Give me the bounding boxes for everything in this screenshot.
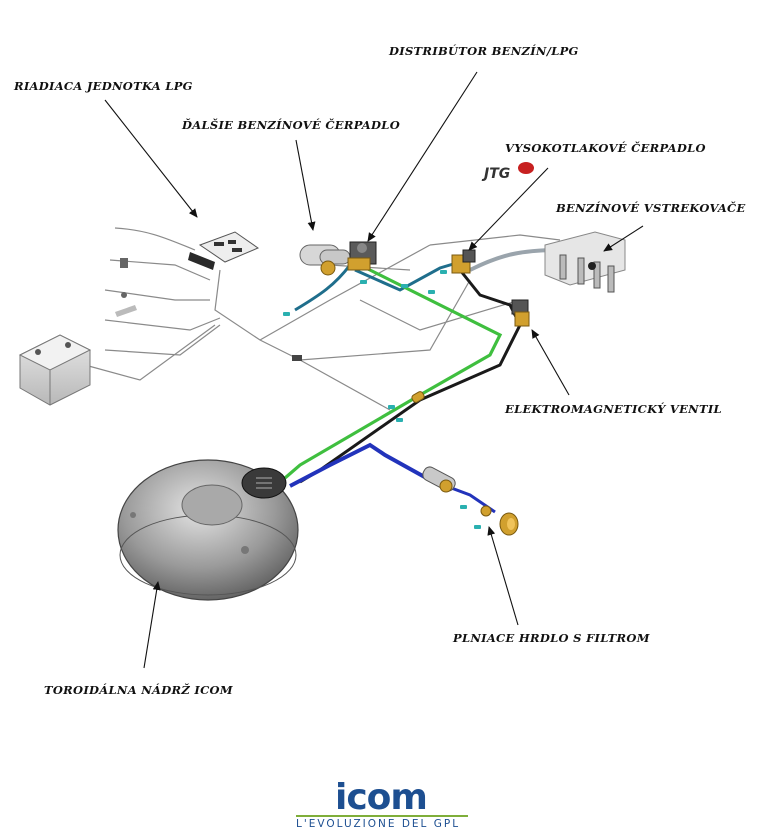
- injector-rail: [544, 231, 626, 293]
- arrow-hp-pump: [468, 167, 549, 251]
- solenoid-valve: [511, 299, 530, 327]
- arrow-extra-pump: [295, 139, 316, 231]
- label-solenoid: ELEKTROMAGNETICKÝ VENTIL: [505, 402, 722, 416]
- label-ecu: RIADIACA JEDNOTKA LPG: [14, 79, 193, 93]
- distributor: [347, 241, 377, 271]
- flow-arrows: [283, 270, 481, 529]
- label-hp-pump: VYSOKOTLAKOVÉ ČERPADLO: [505, 141, 706, 155]
- pointer-arrows: [104, 71, 644, 669]
- lpg-line: [283, 263, 503, 480]
- arrow-filler: [487, 526, 519, 626]
- arrow-tank: [143, 581, 161, 669]
- inline-fitting: [411, 391, 425, 403]
- fill-line: [289, 442, 431, 488]
- jtg-logo-mark: [518, 162, 534, 174]
- arrow-injectors: [603, 225, 644, 252]
- logo-divider: [296, 815, 468, 817]
- ecu-unit: [188, 231, 260, 270]
- toroidal-tank: [117, 459, 299, 601]
- label-injectors: BENZÍNOVÉ VSTREKOVAČE: [556, 201, 746, 215]
- label-distributor: DISTRIBÚTOR BENZÍN/LPG: [389, 44, 579, 58]
- hp-line: [299, 269, 522, 484]
- arrow-solenoid: [531, 329, 570, 396]
- label-extra-pump: ĎALŠIE BENZÍNOVÉ ČERPADLO: [182, 118, 401, 132]
- battery: [18, 334, 92, 406]
- extra-petrol-pump: [299, 244, 351, 276]
- filler-neck: [422, 466, 519, 536]
- icom-tagline: L'EVOLUZIONE DEL GPL: [296, 818, 461, 830]
- wiring-harness: [84, 227, 561, 411]
- label-filler: PLNIACE HRDLO S FILTROM: [453, 631, 650, 645]
- connectors: [115, 258, 302, 361]
- icom-logo: icom: [335, 777, 428, 818]
- jtg-logo: JTG: [481, 166, 510, 182]
- arrow-distributor: [367, 71, 478, 242]
- arrow-ecu: [104, 99, 198, 218]
- label-tank: TOROIDÁLNA NÁDRŽ ICOM: [44, 683, 233, 697]
